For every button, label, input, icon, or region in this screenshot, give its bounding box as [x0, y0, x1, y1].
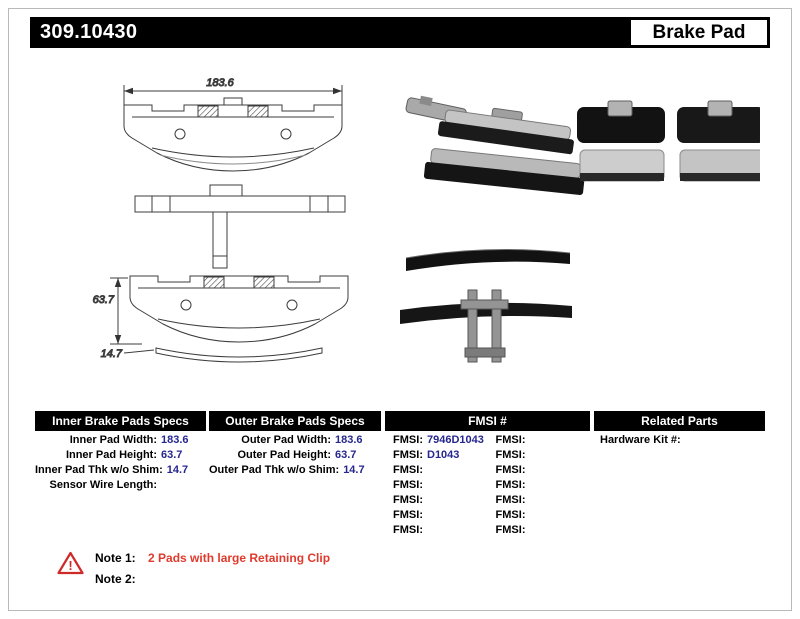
- related-parts-header: Related Parts: [594, 411, 765, 431]
- spec-label: Inner Pad Height:: [65, 449, 157, 461]
- fmsi-value: [526, 523, 530, 538]
- title-bar: 309.10430 Brake Pad: [30, 17, 770, 48]
- related-parts-section: Related Parts Hardware Kit #:: [594, 411, 765, 448]
- notes-section: ! Note 1: 2 Pads with large Retaining Cl…: [57, 548, 330, 590]
- fmsi-value: 7946D1043: [427, 434, 484, 446]
- spec-label: Inner Pad Width:: [69, 434, 157, 446]
- spec-row-hardware-kit: Hardware Kit #:: [594, 433, 765, 448]
- note-1: Note 1: 2 Pads with large Retaining Clip: [95, 548, 330, 569]
- spec-label: Inner Pad Thk w/o Shim:: [35, 464, 163, 476]
- fmsi-header: FMSI #: [385, 411, 590, 431]
- spec-value: 183.6: [335, 434, 363, 446]
- spec-row-inner-height: Inner Pad Height: 63.7: [35, 448, 206, 463]
- dim-height-label: 63.7: [93, 294, 115, 306]
- spec-value: 14.7: [343, 464, 365, 476]
- fmsi-label: FMSI:: [393, 494, 423, 506]
- spec-row-outer-height: Outer Pad Height: 63.7: [209, 448, 381, 463]
- fmsi-row: FMSI:: [385, 478, 488, 493]
- spec-value: [681, 433, 685, 448]
- fmsi-value: D1043: [427, 449, 460, 461]
- fmsi-row: FMSI:: [488, 463, 591, 478]
- fmsi-value: [526, 433, 530, 448]
- fmsi-label: FMSI:: [495, 479, 526, 491]
- part-number: 309.10430: [40, 21, 138, 43]
- fmsi-label: FMSI:: [393, 464, 423, 476]
- warning-triangle-icon: !: [57, 551, 84, 575]
- fmsi-label: FMSI:: [495, 494, 526, 506]
- spec-row-sensor-wire: Sensor Wire Length:: [35, 478, 206, 493]
- fmsi-column-2: FMSI: FMSI: FMSI: FMSI: FMSI:: [488, 433, 591, 538]
- spec-label: Outer Pad Width:: [241, 434, 331, 446]
- fmsi-value: [423, 478, 427, 493]
- fmsi-value: [526, 478, 530, 493]
- spec-label: Sensor Wire Length:: [49, 479, 157, 491]
- fmsi-label: FMSI:: [393, 434, 423, 446]
- fmsi-row: FMSI:: [488, 448, 591, 463]
- fmsi-row: FMSI:: [385, 523, 488, 538]
- note1-text: 2 Pads with large Retaining Clip: [148, 551, 331, 565]
- fmsi-value: [423, 523, 427, 538]
- svg-text:!: !: [68, 558, 72, 573]
- fmsi-value: [526, 508, 530, 523]
- fmsi-row: FMSI: 7946D1043: [385, 433, 488, 448]
- outer-specs-header: Outer Brake Pads Specs: [209, 411, 381, 431]
- note-2: Note 2:: [95, 569, 330, 590]
- spec-value: 14.7: [166, 464, 189, 476]
- outer-specs-section: Outer Brake Pads Specs Outer Pad Width: …: [209, 411, 381, 478]
- fmsi-value: [526, 463, 530, 478]
- product-photo-pad-set: [577, 100, 760, 182]
- product-photo-edge-views: [400, 248, 572, 363]
- fmsi-column-1: FMSI: 7946D1043 FMSI: D1043 FMSI: FMSI: …: [385, 433, 488, 538]
- inner-specs-section: Inner Brake Pads Specs Inner Pad Width: …: [35, 411, 206, 493]
- product-type-badge: Brake Pad: [631, 20, 767, 45]
- fmsi-value: [526, 493, 530, 508]
- fmsi-label: FMSI:: [393, 449, 423, 461]
- fmsi-value: [423, 493, 427, 508]
- fmsi-label: FMSI:: [393, 479, 423, 491]
- fmsi-value: [526, 448, 530, 463]
- technical-drawing-canvas: 183.6 6: [92, 77, 760, 363]
- note1-label: Note 1:: [95, 551, 136, 565]
- spec-row-outer-thickness: Outer Pad Thk w/o Shim: 14.7: [209, 463, 381, 478]
- spec-label: Outer Pad Thk w/o Shim:: [209, 464, 340, 476]
- pad-drawing-front-bottom: 63.7 14.7: [92, 275, 349, 363]
- product-type-label: Brake Pad: [652, 21, 746, 43]
- fmsi-value: [423, 463, 427, 478]
- spec-label: Outer Pad Height:: [237, 449, 331, 461]
- fmsi-label: FMSI:: [393, 524, 423, 536]
- inner-specs-header: Inner Brake Pads Specs: [35, 411, 206, 431]
- note2-label: Note 2:: [95, 572, 136, 586]
- fmsi-label: FMSI:: [393, 509, 423, 521]
- spec-row-outer-width: Outer Pad Width: 183.6: [209, 433, 381, 448]
- fmsi-row: FMSI:: [488, 523, 591, 538]
- fmsi-row: FMSI:: [488, 478, 591, 493]
- fmsi-label: FMSI:: [495, 449, 526, 461]
- spec-value: 63.7: [335, 449, 357, 461]
- dim-width-label: 183.6: [206, 77, 234, 89]
- fmsi-label: FMSI:: [495, 464, 526, 476]
- spec-value: [157, 478, 161, 493]
- fmsi-label: FMSI:: [495, 434, 526, 446]
- fmsi-label: FMSI:: [495, 509, 526, 521]
- spec-value: 183.6: [161, 434, 189, 446]
- spec-value: 63.7: [161, 449, 183, 461]
- fmsi-row: FMSI:: [488, 508, 591, 523]
- pad-drawing-front-top: 183.6: [123, 77, 343, 172]
- fmsi-section: FMSI # FMSI: 7946D1043 FMSI: D1043 FMSI:…: [385, 411, 590, 538]
- spec-row-inner-width: Inner Pad Width: 183.6: [35, 433, 206, 448]
- fmsi-row: FMSI:: [385, 508, 488, 523]
- fmsi-row: FMSI:: [385, 493, 488, 508]
- fmsi-row: FMSI:: [488, 493, 591, 508]
- dim-thickness-label: 14.7: [101, 348, 123, 360]
- fmsi-label: FMSI:: [495, 524, 526, 536]
- spec-row-inner-thickness: Inner Pad Thk w/o Shim: 14.7: [35, 463, 206, 478]
- fmsi-row: FMSI:: [488, 433, 591, 448]
- pad-drawing-side: [134, 184, 346, 269]
- fmsi-row: FMSI: D1043: [385, 448, 488, 463]
- product-photo-angled-pads: [405, 95, 585, 195]
- fmsi-row: FMSI:: [385, 463, 488, 478]
- spec-label: Hardware Kit #:: [600, 434, 681, 446]
- fmsi-value: [423, 508, 427, 523]
